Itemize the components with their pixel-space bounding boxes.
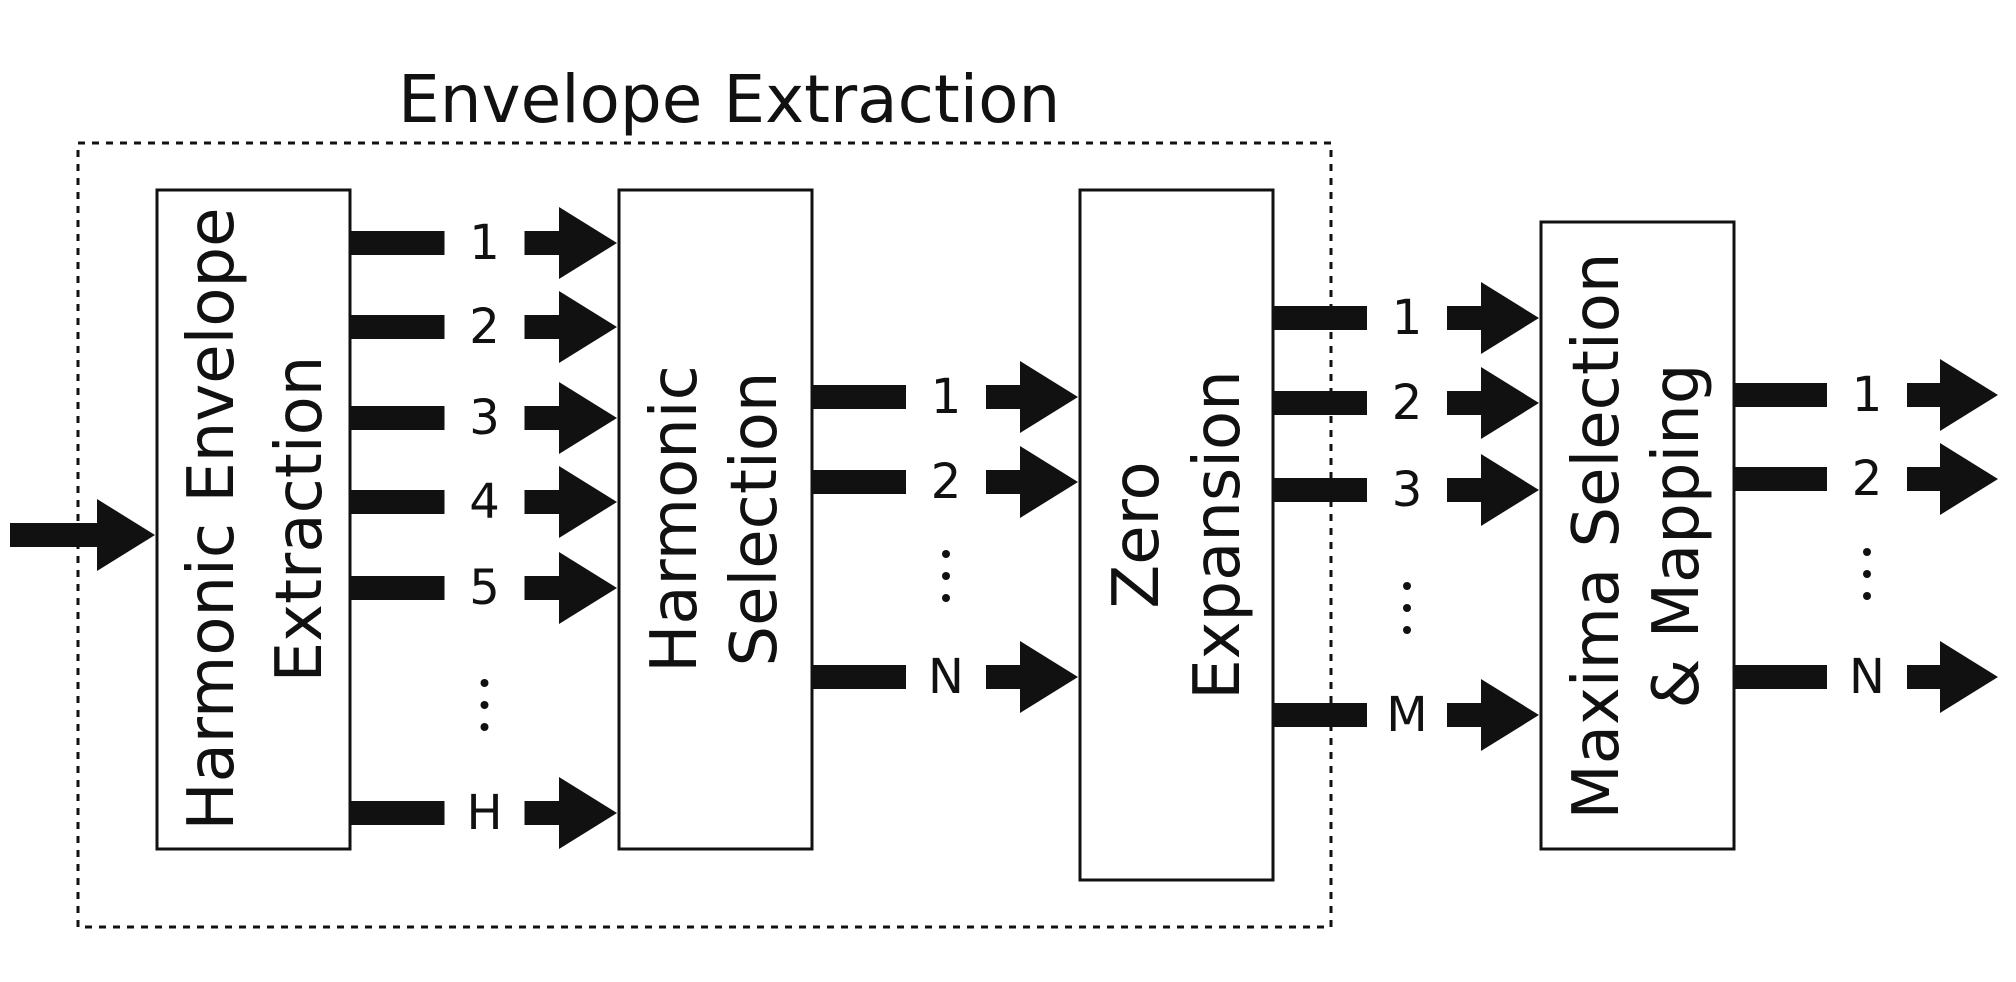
envelope-extraction-title: Envelope Extraction xyxy=(398,61,1060,138)
arrow-harmonic-envelope-extraction-to-harmonic-selection: H xyxy=(350,777,617,849)
arrow-harmonic-selection-to-zero-expansion: N xyxy=(812,641,1078,713)
arrow-label: 1 xyxy=(1392,290,1423,346)
arrow-label: 3 xyxy=(1392,462,1423,518)
harmonic-envelope-extraction-label-line1: Harmonic Envelope xyxy=(175,207,249,830)
arrow-label: 2 xyxy=(1852,451,1883,507)
arrow-label: 3 xyxy=(469,390,500,446)
arrow-maxima-selection-mapping-to-output: N xyxy=(1734,641,1998,713)
arrow-zero-expansion-to-maxima-selection-mapping: 1 xyxy=(1273,282,1539,354)
arrow-label: 1 xyxy=(469,215,500,271)
arrow-harmonic-selection-to-zero-expansion: 2 xyxy=(812,446,1078,518)
harmonic-selection-label-line1: Harmonic xyxy=(638,365,712,673)
arrow-label: 2 xyxy=(931,454,962,510)
maxima-selection-mapping-box xyxy=(1539,220,1736,851)
arrow-zero-expansion-to-maxima-selection-mapping: 2 xyxy=(1273,367,1539,439)
harmonic-selection-box xyxy=(617,188,814,851)
arrow-label: M xyxy=(1386,687,1427,743)
arrow-maxima-selection-mapping-to-output: 1 xyxy=(1734,359,1998,431)
arrow-label: 4 xyxy=(469,474,500,530)
connector-arrows: 1 2 3 4 5H 1 2N 1 2 3M 1 2N xyxy=(10,207,1998,849)
arrow-label: 5 xyxy=(469,560,500,616)
arrow-label: N xyxy=(928,649,964,705)
arrow-harmonic-envelope-extraction-to-harmonic-selection: 4 xyxy=(350,466,617,538)
zero-expansion-box xyxy=(1078,188,1275,882)
maxima-selection-mapping-label-line2: & Mapping xyxy=(1640,364,1714,709)
arrow-harmonic-envelope-extraction-to-harmonic-selection: 3 xyxy=(350,382,617,454)
arrow-label: N xyxy=(1849,649,1885,705)
arrow-label: 1 xyxy=(931,369,962,425)
arrow-harmonic-selection-to-zero-expansion: 1 xyxy=(812,361,1078,433)
harmonic-envelope-extraction-box xyxy=(155,188,352,851)
arrow-label: 2 xyxy=(469,299,500,355)
envelope-extraction-group: Envelope Extraction xyxy=(76,61,1333,929)
ellipsis-dots xyxy=(480,679,489,731)
arrow-harmonic-envelope-extraction-to-harmonic-selection: 5 xyxy=(350,552,617,624)
arrow-harmonic-envelope-extraction-to-harmonic-selection: 1 xyxy=(350,207,617,279)
arrow-zero-expansion-to-maxima-selection-mapping: 3 xyxy=(1273,454,1539,526)
harmonic-selection-label-line2: Selection xyxy=(718,372,792,667)
ellipsis-dots xyxy=(942,550,950,602)
maxima-selection-mapping-label-line1: Maxima Selection xyxy=(1560,253,1634,820)
ellipsis-dots xyxy=(1863,548,1871,600)
block-harmonic-selection: Harmonic Selection xyxy=(617,188,814,851)
arrow-label: H xyxy=(466,785,502,841)
block-maxima-selection-mapping: Maxima Selection & Mapping xyxy=(1539,220,1736,851)
arrow-harmonic-envelope-extraction-to-harmonic-selection: 2 xyxy=(350,291,617,363)
arrow-label: 2 xyxy=(1392,375,1423,431)
block-zero-expansion: Zero Expansion xyxy=(1078,188,1275,882)
ellipsis-dots xyxy=(1403,582,1411,634)
zero-expansion-label-line1: Zero xyxy=(1100,461,1174,608)
arrow-label: 1 xyxy=(1852,367,1883,423)
arrow-zero-expansion-to-maxima-selection-mapping: M xyxy=(1273,679,1539,751)
zero-expansion-label-line2: Expansion xyxy=(1181,370,1255,700)
harmonic-envelope-extraction-label-line2: Extraction xyxy=(263,356,337,683)
arrow-maxima-selection-mapping-to-output: 2 xyxy=(1734,443,1998,515)
arrow-input-to-harmonic-envelope-extraction xyxy=(10,499,155,571)
block-harmonic-envelope-extraction: Harmonic Envelope Extraction xyxy=(155,188,352,851)
